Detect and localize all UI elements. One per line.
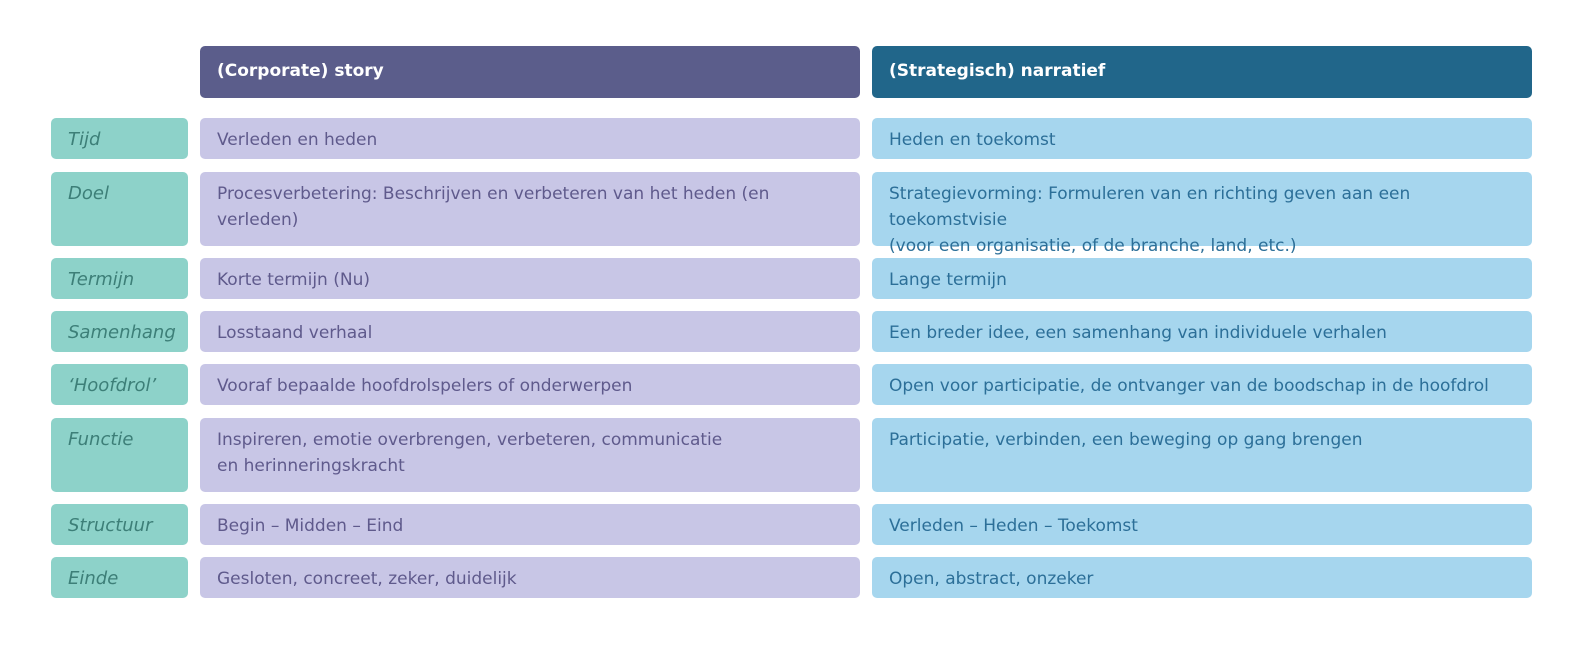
- narrative-cell-hoofdrol: Open voor participatie, de ontvanger van…: [872, 364, 1532, 405]
- row-label-doel: Doel: [51, 172, 188, 246]
- narrative-cell-samenhang: Een breder idee, een samenhang van indiv…: [872, 311, 1532, 352]
- narrative-cell-functie: Participatie, verbinden, een beweging op…: [872, 418, 1532, 492]
- narrative-cell-doel: Strategievorming: Formuleren van en rich…: [872, 172, 1532, 256]
- story-cell-hoofdrol: Vooraf bepaalde hoofdrolspelers of onder…: [200, 364, 860, 405]
- narrative-cell-structuur: Verleden – Heden – Toekomst: [872, 504, 1532, 545]
- story-cell-samenhang: Losstaand verhaal: [200, 311, 860, 352]
- row-label-samenhang: Samenhang: [51, 311, 188, 352]
- story-cell-doel: Procesverbetering: Beschrijven en verbet…: [200, 172, 860, 246]
- narrative-cell-termijn: Lange termijn: [872, 258, 1532, 299]
- narrative-cell-einde: Open, abstract, onzeker: [872, 557, 1532, 598]
- header-corporate-story: (Corporate) story: [200, 46, 860, 98]
- story-cell-tijd: Verleden en heden: [200, 118, 860, 159]
- row-label-functie: Functie: [51, 418, 188, 492]
- story-cell-termijn: Korte termijn (Nu): [200, 258, 860, 299]
- row-label-hoofdrol: ‘Hoofdrol’: [51, 364, 188, 405]
- row-label-tijd: Tijd: [51, 118, 188, 159]
- row-label-einde: Einde: [51, 557, 188, 598]
- header-strategic-narrative: (Strategisch) narratief: [872, 46, 1532, 98]
- row-label-termijn: Termijn: [51, 258, 188, 299]
- story-cell-einde: Gesloten, concreet, zeker, duidelijk: [200, 557, 860, 598]
- row-label-structuur: Structuur: [51, 504, 188, 545]
- story-cell-functie: Inspireren, emotie overbrengen, verbeter…: [200, 418, 860, 492]
- story-cell-structuur: Begin – Midden – Eind: [200, 504, 860, 545]
- narrative-cell-tijd: Heden en toekomst: [872, 118, 1532, 159]
